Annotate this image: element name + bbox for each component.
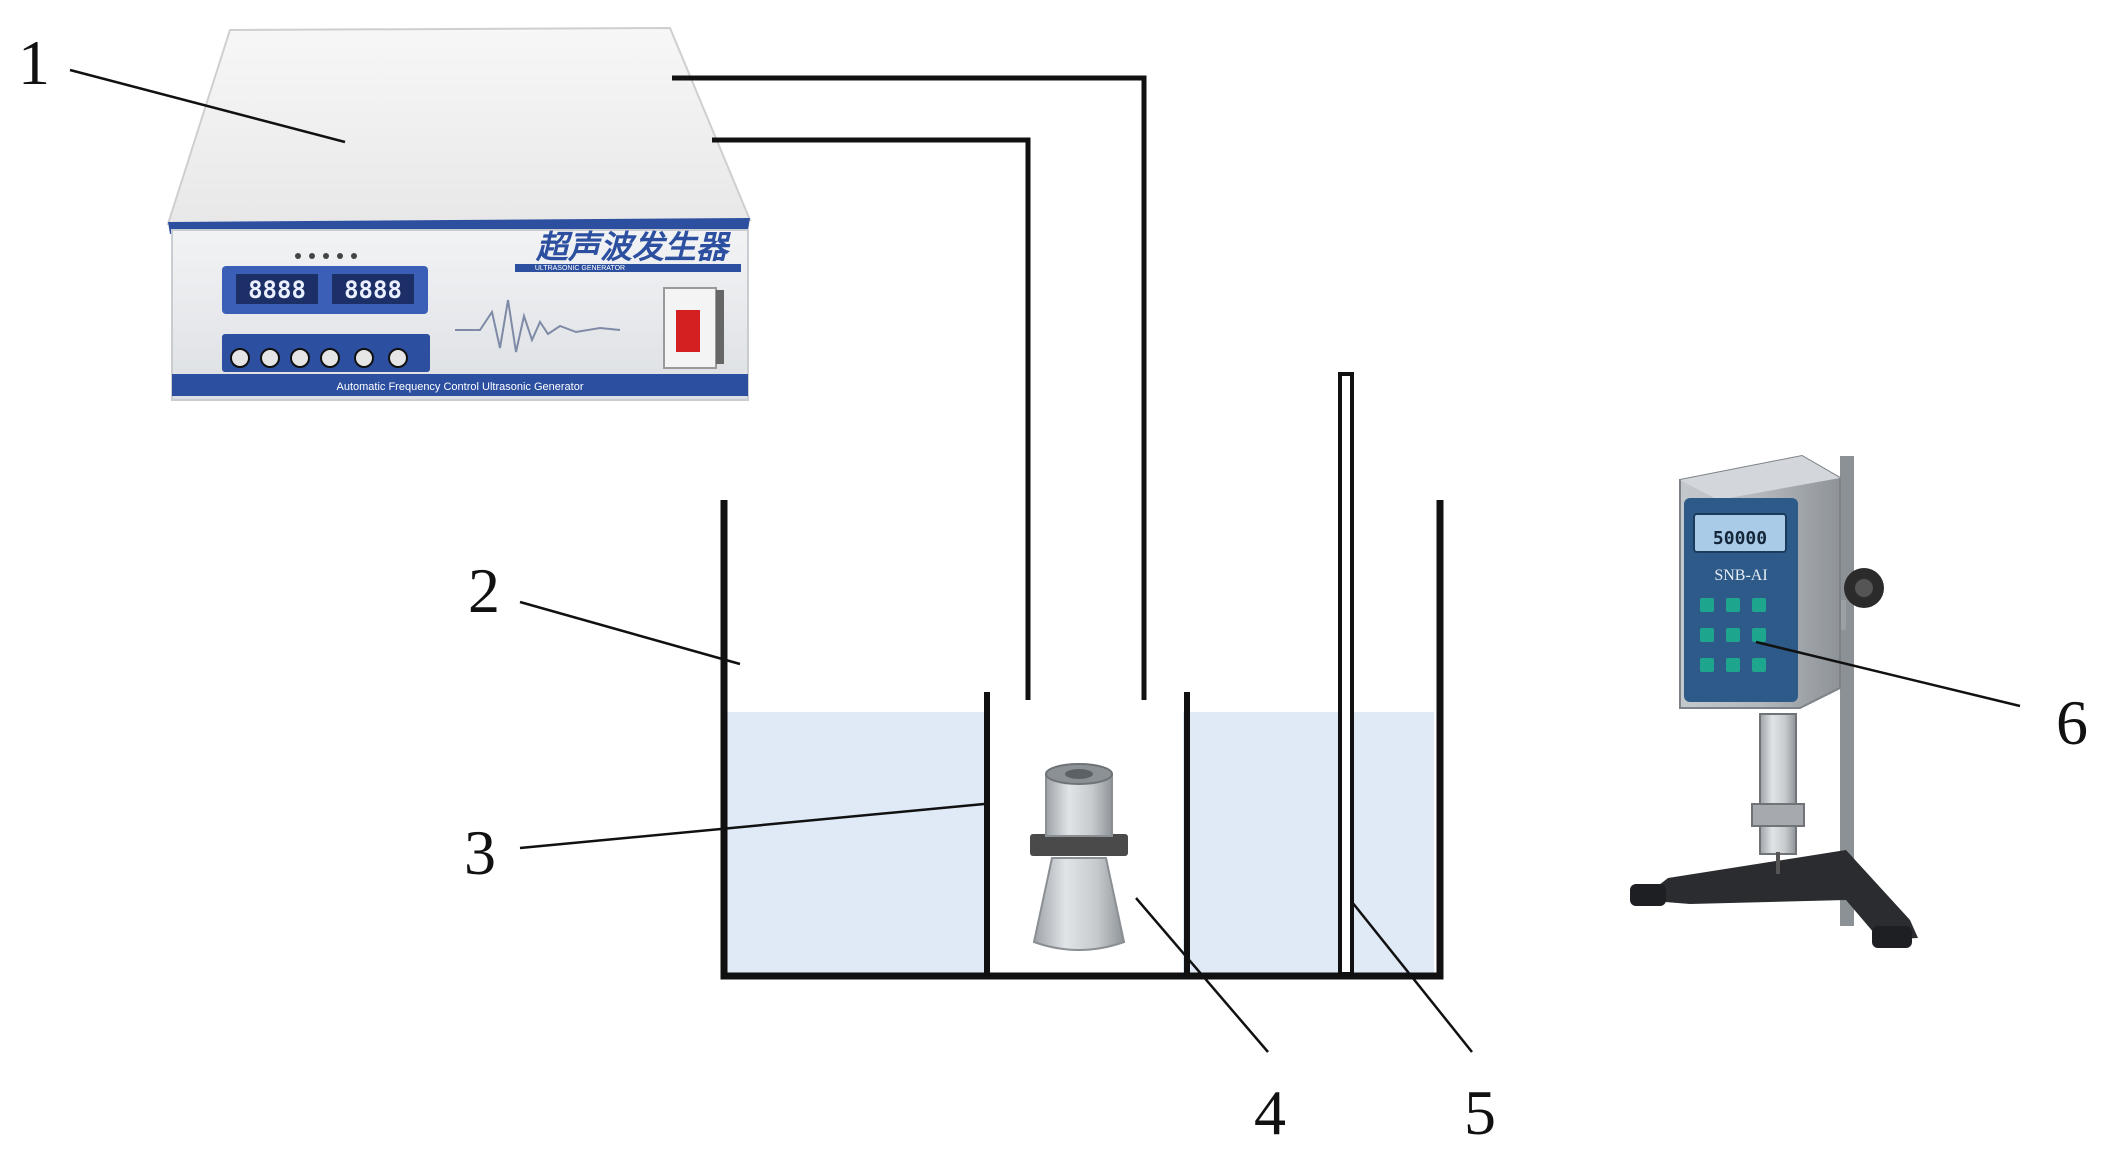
generator-display-left: 8888 [248,276,306,304]
generator-display-right: 8888 [344,276,402,304]
viscometer-key[interactable] [1700,598,1714,612]
generator-knob[interactable] [388,348,408,368]
leader-lines [69,68,2021,1053]
viscometer-key[interactable] [1726,658,1740,672]
viscometer-tripod-base [1640,850,1918,940]
generator-knob[interactable] [290,348,310,368]
leader-line-6 [1755,640,2021,708]
viscometer-spindle-rod [1338,372,1354,976]
ultrasonic-transducer [1030,763,1128,951]
waveform-graphic [455,299,621,353]
transducer-horn [1032,857,1126,951]
leader-line-4 [1135,897,1269,1053]
viscometer-spindle-holder [1759,713,1797,855]
generator-knob[interactable] [230,348,250,368]
generator-brand-cn: 超声波发生器 [535,228,732,266]
viscometer-key[interactable] [1726,598,1740,612]
viscometer-keypad [1700,598,1766,672]
generator-footer-band [172,374,748,396]
viscometer-lcd-value: 50000 [1713,528,1767,549]
rotational-viscometer: 50000 SNB-AI [1630,454,1918,948]
viscometer-lcd [1693,513,1787,553]
cable-inner [712,137,1031,808]
viscometer-key[interactable] [1726,628,1740,642]
viscometer-key[interactable] [1752,598,1766,612]
callout-4: 4 [1254,1077,1286,1148]
ultrasonic-generator: Automatic Frequency Control Ultrasonic G… [166,26,752,401]
leader-line-3 [519,802,985,850]
callout-3: 3 [464,817,496,888]
callout-1: 1 [18,27,50,98]
viscometer-key[interactable] [1752,658,1766,672]
cable-outer [672,75,1147,808]
generator-knob[interactable] [354,348,374,368]
generator-top-panel [166,26,752,226]
leader-line-5 [1351,901,1473,1053]
viscometer-model-label: SNB-AI [1714,567,1767,584]
leader-line-2 [519,600,741,666]
viscometer-key[interactable] [1700,658,1714,672]
callout-6: 6 [2056,687,2088,758]
generator-control-knobs [222,334,430,372]
viscometer-key[interactable] [1700,628,1714,642]
generator-knob[interactable] [320,348,340,368]
generator-footer-text: Automatic Frequency Control Ultrasonic G… [337,381,584,393]
viscometer-key[interactable] [1752,628,1766,642]
outer-tank-wall [720,500,1444,980]
leader-line-1 [69,68,346,144]
generator-brand-en: ULTRASONIC GENERATOR [535,265,625,272]
generator-breaker-switch[interactable] [676,310,700,352]
callout-2: 2 [468,555,500,626]
callout-5: 5 [1464,1077,1496,1148]
generator-indicator-dots [295,253,357,259]
generator-knob[interactable] [260,348,280,368]
transducer-clamp-ring [1030,834,1128,856]
